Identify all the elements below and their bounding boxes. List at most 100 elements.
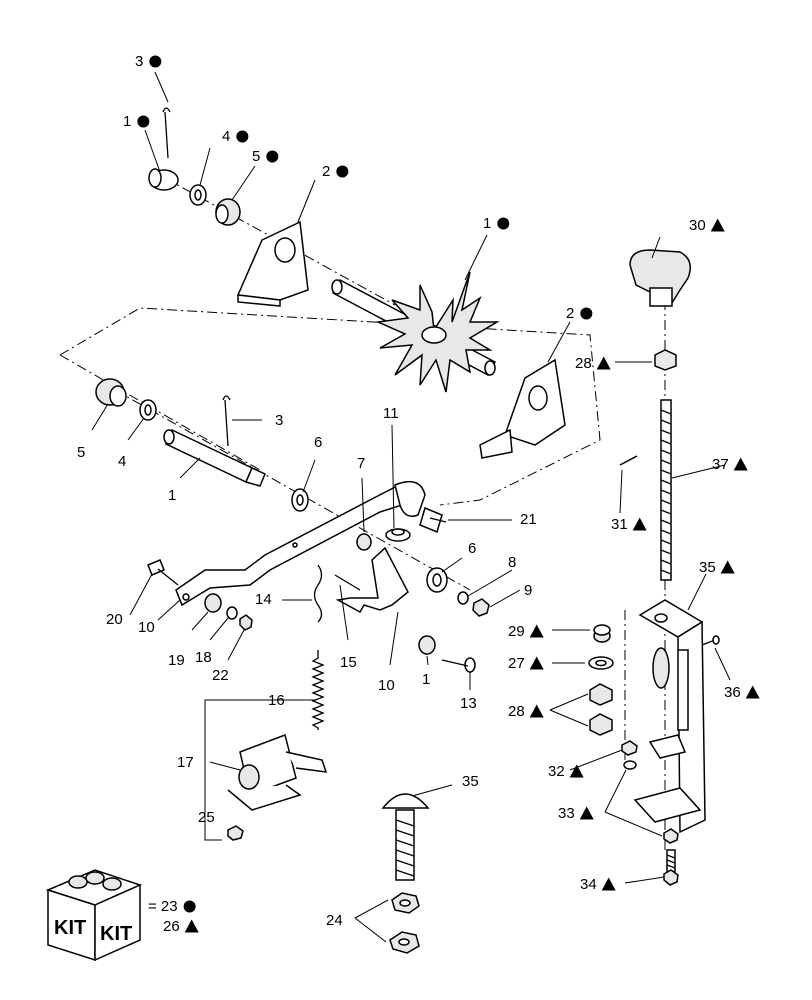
pin-31 (619, 455, 638, 466)
callout-24: 24 (326, 912, 343, 929)
callout-3-circle: 3 (135, 53, 143, 70)
lever-arm (175, 480, 426, 607)
tension-adjuster-17 (227, 734, 328, 811)
circle-marker-icon (137, 115, 150, 128)
spiked-shaft (331, 271, 500, 393)
bushing-upper (215, 198, 241, 226)
washer-27 (588, 656, 614, 670)
nut-24-lower (389, 931, 420, 954)
callout-4-circle: 4 (222, 128, 230, 145)
callout-33-triangle: 33 (558, 805, 575, 822)
callout-11: 11 (383, 405, 399, 422)
kit-label-left: KIT (54, 917, 86, 939)
callout-1-circle: 1 (123, 113, 131, 130)
callout-30-triangle: 30 (689, 217, 706, 234)
circle-marker-icon (580, 307, 593, 320)
nut-28-middle (589, 683, 613, 706)
triangle-marker-icon (569, 764, 584, 778)
callout-22: 22 (212, 667, 229, 684)
washer-33 (623, 760, 637, 770)
callout-8: 8 (508, 554, 516, 571)
circle-marker-icon (336, 165, 349, 178)
callout-6-upper: 6 (314, 434, 322, 451)
nut-24-upper (391, 892, 420, 914)
callout-1-spacer: 1 (422, 671, 430, 688)
circle-marker-icon (149, 55, 162, 68)
leader-lines (91, 71, 731, 943)
kit-legend-23: = 23 (148, 898, 178, 915)
callout-34-triangle: 34 (580, 876, 597, 893)
callout-25: 25 (198, 809, 215, 826)
nut-25 (227, 825, 244, 841)
callout-13: 13 (460, 695, 477, 712)
nut-32 (621, 740, 638, 756)
callout-32-triangle: 32 (548, 763, 565, 780)
triangle-marker-icon (529, 656, 544, 670)
circle-marker-icon (266, 150, 279, 163)
cotter-pin-upper-head (162, 107, 171, 113)
callout-1-circle-shaft: 1 (483, 215, 491, 232)
lower-shaft (163, 428, 266, 487)
collar-upper (148, 168, 179, 191)
bearing-bracket-left (236, 220, 309, 307)
callout-31-triangle: 31 (611, 516, 628, 533)
triangle-marker-icon (529, 704, 544, 718)
callout-20: 20 (106, 611, 123, 628)
bolt-34 (663, 849, 679, 886)
lever-10 (335, 546, 409, 614)
callout-7: 7 (357, 455, 365, 472)
callout-35-triangle: 35 (699, 559, 716, 576)
spacer-1-lower (418, 635, 436, 655)
callout-37-triangle: 37 (712, 456, 729, 473)
nut-9 (472, 598, 490, 617)
triangle-marker-icon (745, 685, 760, 699)
callout-27-triangle: 27 (508, 655, 525, 672)
triangle-marker-icon (184, 919, 199, 933)
callout-10-lever: 10 (138, 619, 155, 636)
cotter-pin-upper (164, 111, 169, 159)
bushing-lower (95, 378, 127, 407)
washer-lower (139, 399, 157, 421)
triangle-marker-icon (579, 806, 594, 820)
carriage-bolt-35 (381, 793, 430, 881)
spacer-19 (204, 593, 222, 613)
pin-15 (334, 574, 361, 591)
kit-label-right: KIT (100, 923, 132, 945)
kit-legend-26: 26 (163, 918, 180, 935)
bracket-35 (633, 599, 720, 834)
callout-18: 18 (195, 649, 212, 666)
callout-10-arm: 10 (378, 677, 395, 694)
spring-16 (311, 650, 325, 730)
assembly-outline (59, 307, 601, 506)
cotter-pin-lower (224, 399, 229, 447)
callout-29-triangle: 29 (508, 623, 525, 640)
circle-marker-icon (183, 900, 196, 913)
callout-15: 15 (340, 654, 357, 671)
threaded-rod-37 (660, 399, 672, 581)
callout-2-circle-upper: 2 (322, 163, 330, 180)
callout-5-circle: 5 (252, 148, 260, 165)
callout-16: 16 (268, 692, 285, 709)
triangle-marker-icon (601, 877, 616, 891)
callout-17: 17 (177, 754, 194, 771)
callout-markers (137, 55, 760, 933)
washer-18 (226, 606, 238, 620)
callout-6-lower: 6 (468, 540, 476, 557)
nut-28-top (654, 349, 677, 371)
spring-washer-29 (593, 624, 611, 643)
washer-6-upper (291, 488, 309, 512)
washer-6-lower (426, 567, 448, 593)
triangle-marker-icon (733, 457, 748, 471)
nut-28-lower (589, 713, 613, 736)
star-knob-30 (629, 249, 691, 307)
washer-upper (189, 184, 207, 206)
cotter-pin-21 (419, 506, 447, 534)
callout-28-triangle-top: 28 (575, 355, 592, 372)
cotter-pin-lower-head (222, 395, 231, 401)
bolt-13 (441, 657, 476, 673)
triangle-marker-icon (720, 560, 735, 574)
triangle-marker-icon (596, 356, 611, 370)
bolt-20 (147, 559, 179, 586)
callout-19: 19 (168, 652, 185, 669)
